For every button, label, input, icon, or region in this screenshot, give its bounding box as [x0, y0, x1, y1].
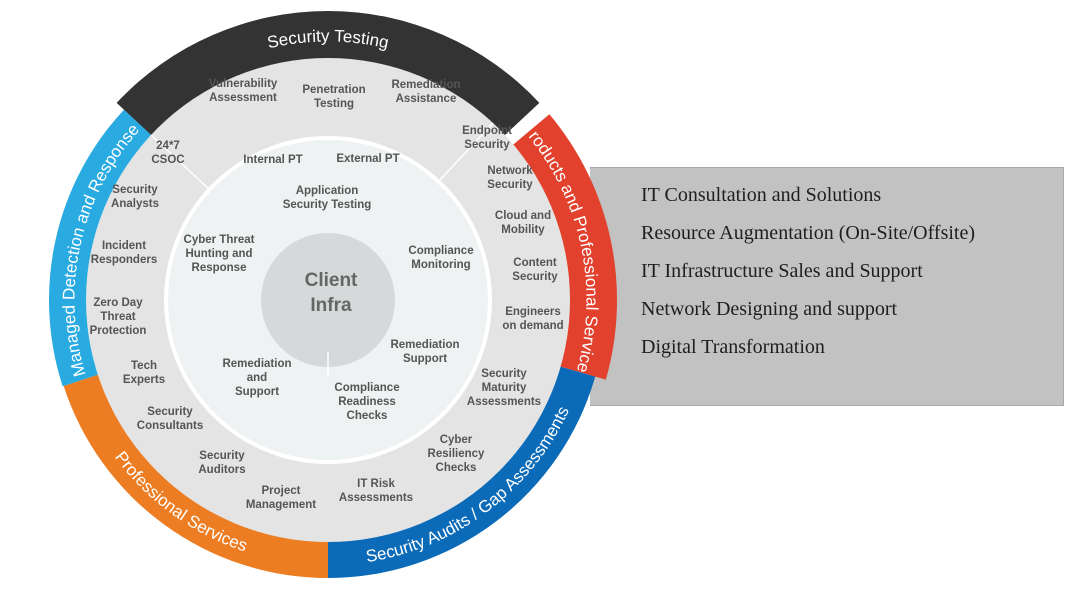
segment-mdr [48, 109, 153, 387]
band-divider [150, 134, 209, 189]
service-item: Network Designing and support [641, 298, 898, 320]
services-list: IT Consultation and Solutions Resource A… [641, 180, 975, 370]
segment-security-testing [116, 10, 540, 137]
center-circle [261, 233, 395, 367]
center-label-line2: Infra [310, 295, 352, 316]
center-label-line1: Client [305, 270, 358, 291]
band-dividers [150, 122, 494, 189]
service-item: IT Infrastructure Sales and Support [641, 260, 923, 282]
band-divider [439, 122, 494, 181]
service-item: IT Consultation and Solutions [641, 184, 882, 206]
inner-item: Internal PT [243, 154, 302, 166]
services-panel [590, 167, 1064, 406]
service-item: Digital Transformation [641, 336, 825, 358]
segment-professional [63, 374, 328, 578]
inner-item: External PT [336, 153, 399, 165]
segment-audits [328, 366, 596, 578]
service-item: Resource Augmentation (On-Site/Offsite) [641, 222, 976, 244]
